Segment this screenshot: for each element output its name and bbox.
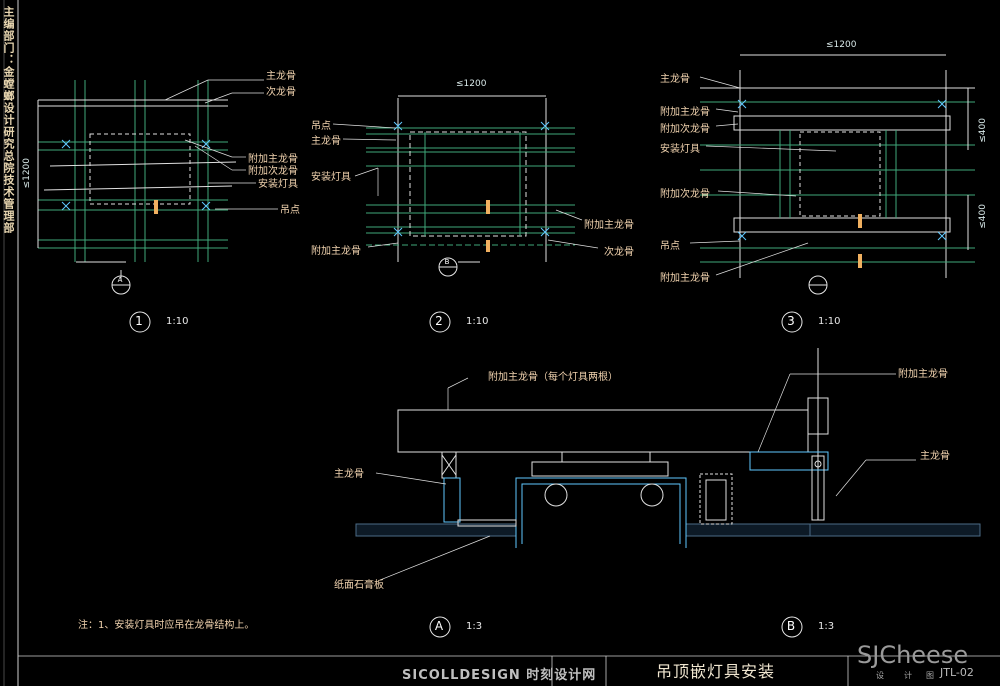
- dB-label-add-main-keel: 附加主龙骨: [898, 369, 948, 380]
- detail-3-plan: [700, 54, 975, 278]
- detail-b-section: [749, 348, 829, 521]
- d1-label-add-main-keel: 附加主龙骨: [248, 154, 298, 165]
- title-field-1: 设: [876, 671, 884, 680]
- title-field-3: 图: [926, 671, 934, 680]
- detail-1-plan: [37, 80, 237, 280]
- dB-label-main-keel: 主龙骨: [920, 451, 950, 462]
- dA-label-gypsum-board: 纸面石膏板: [334, 580, 384, 591]
- d3-label-hanger: 吊点: [660, 241, 680, 252]
- d3-label-add-secondary-keel-top: 附加次龙骨: [660, 124, 710, 135]
- detail-a-section: [355, 409, 981, 548]
- watermark-right: SJCheese: [857, 641, 969, 669]
- dB-letter: B: [786, 619, 796, 633]
- drawing-note: 注：1、安装灯具时应吊在龙骨结构上。: [78, 620, 255, 631]
- watermark-left: SICOLLDESIGN 时刻设计网: [402, 668, 597, 683]
- d3-dim-top: ≤1200: [826, 40, 857, 50]
- d1-label-lamp: 安装灯具: [258, 179, 298, 190]
- d1-scale: 1:10: [166, 316, 189, 327]
- d3-dim-right-2: ≤400: [978, 204, 988, 229]
- d2-label-add-main-keel-left: 附加主龙骨: [311, 246, 361, 257]
- d2-label-lamp: 安装灯具: [311, 172, 351, 183]
- d1-dim-vertical: ≤1200: [22, 158, 32, 189]
- dA-label-main-keel: 主龙骨: [334, 469, 364, 480]
- drawing-title: 吊顶嵌灯具安装: [656, 662, 776, 681]
- d1-label-main-keel: 主龙骨: [266, 71, 296, 82]
- d1-label-hanger: 吊点: [280, 205, 300, 216]
- d3-label-main-keel: 主龙骨: [660, 74, 690, 85]
- d2-dim-top: ≤1200: [456, 79, 487, 89]
- drawing-code: JTL-02: [940, 666, 974, 679]
- d3-label-lamp: 安装灯具: [660, 144, 700, 155]
- d1-bubble: A: [117, 276, 123, 284]
- d1-label-secondary-keel: 次龙骨: [266, 87, 296, 98]
- d1-number: 1: [135, 314, 143, 328]
- d2-label-add-main-keel-right: 附加主龙骨: [584, 220, 634, 231]
- d3-number: 3: [787, 314, 795, 328]
- d3-label-add-main-keel-top: 附加主龙骨: [660, 107, 710, 118]
- dA-label-add-main-keel: 附加主龙骨（每个灯具两根）: [488, 372, 618, 383]
- detail-2-plan: [366, 95, 575, 263]
- d3-label-add-main-keel-bottom: 附加主龙骨: [660, 273, 710, 284]
- sidebar-department-text: 主编部门：金螳螂设计研究总院技术管理部: [2, 6, 15, 234]
- d2-label-hanger: 吊点: [311, 121, 331, 132]
- dA-letter: A: [434, 619, 444, 633]
- d2-bubble: B: [444, 258, 450, 266]
- d3-scale: 1:10: [818, 316, 841, 327]
- d2-label-main-keel: 主龙骨: [311, 136, 341, 147]
- d2-number: 2: [435, 314, 443, 328]
- d2-label-secondary-keel: 次龙骨: [604, 247, 634, 258]
- d2-scale: 1:10: [466, 316, 489, 327]
- title-field-2: 计: [904, 671, 912, 680]
- dA-scale: 1:3: [466, 621, 483, 632]
- d3-label-add-secondary-keel: 附加次龙骨: [660, 189, 710, 200]
- d3-dim-right-1: ≤400: [978, 118, 988, 143]
- d1-label-add-secondary-keel: 附加次龙骨: [248, 166, 298, 177]
- dB-scale: 1:3: [818, 621, 835, 632]
